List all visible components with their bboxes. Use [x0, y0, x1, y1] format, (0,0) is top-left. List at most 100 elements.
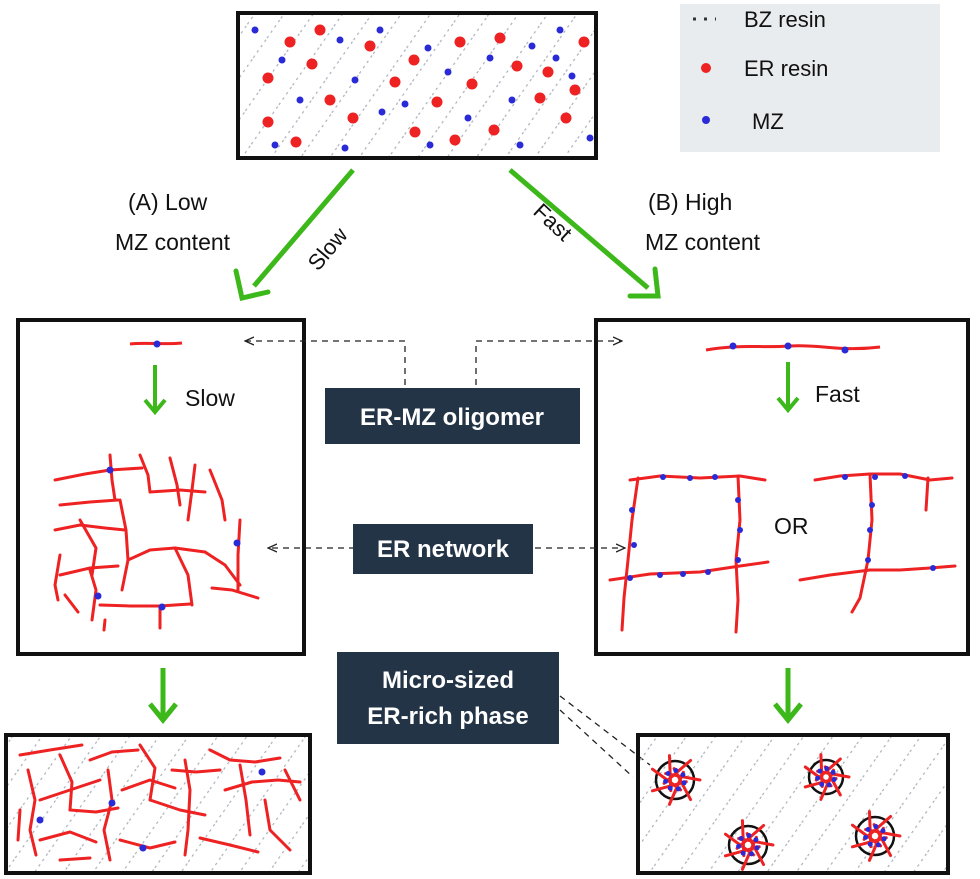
er-chain — [170, 768, 222, 774]
branch-b-subtitle: MZ content — [645, 229, 761, 255]
er-resin-particle — [409, 126, 421, 138]
er-chain — [208, 468, 227, 522]
callout-phase: Micro-sized ER-rich phase — [337, 652, 559, 744]
slow-step-label: Slow — [185, 385, 235, 411]
mz-site — [872, 474, 878, 480]
mz-site — [902, 473, 908, 479]
or-label: OR — [774, 513, 809, 539]
mz-site — [712, 474, 718, 480]
er-resin-particle — [569, 84, 581, 96]
er-chain — [168, 456, 182, 507]
er-chain — [238, 763, 252, 837]
er-resin-particle — [454, 36, 466, 48]
mz-particle — [351, 76, 359, 84]
mz-particle — [508, 96, 516, 104]
er-chain — [208, 748, 282, 764]
er-chain — [53, 466, 144, 482]
er-chain — [118, 838, 177, 850]
mz-particle — [424, 44, 432, 52]
mz-particle — [341, 144, 349, 152]
slow-step-arrow — [143, 365, 167, 416]
mz-site — [817, 768, 823, 774]
mz-particle — [586, 134, 594, 142]
mz-site — [106, 466, 114, 474]
mixture-particles — [251, 24, 594, 152]
legend-item-mz: MZ — [702, 109, 784, 134]
er-resin-particle — [389, 76, 401, 88]
phase-domain — [723, 819, 775, 871]
er-chain — [16, 808, 22, 842]
er-chain — [26, 768, 38, 857]
mz-site — [108, 799, 116, 807]
er-resin-particle — [560, 112, 572, 124]
er-resin-particle — [306, 58, 318, 70]
er-chain — [283, 768, 302, 802]
mz-site — [660, 474, 666, 480]
er-chain — [98, 602, 192, 608]
fast-step-arrow — [776, 362, 800, 414]
mz-site — [867, 841, 873, 847]
er-chain — [138, 453, 152, 494]
mz-site — [869, 502, 875, 508]
phase-domain — [650, 754, 702, 806]
legend-item-bz: BZ resin — [693, 7, 826, 32]
er-chain — [58, 856, 92, 862]
branch-b-title: (B) High — [648, 189, 732, 215]
mz-site — [748, 851, 754, 857]
mz-site — [826, 782, 832, 788]
mz-site — [841, 346, 849, 354]
dispersed-er-network — [16, 743, 302, 862]
left-final-arrow — [148, 668, 178, 724]
er-resin-particle — [314, 24, 326, 36]
fast-branch-arrow — [508, 168, 661, 299]
legend-label-er: ER resin — [744, 56, 828, 81]
mz-site — [746, 833, 752, 839]
er-chain — [924, 476, 930, 512]
er-resin-particle — [408, 54, 420, 66]
mz-site — [824, 766, 830, 772]
mz-particle — [552, 54, 560, 62]
er-resin-particle — [262, 72, 274, 84]
er-resin-particle — [578, 36, 590, 48]
er-chain — [198, 836, 260, 854]
er-resin-particle — [511, 60, 523, 72]
mz-site — [737, 527, 743, 533]
mz-particle — [444, 68, 452, 76]
slow-branch-arrow — [233, 168, 355, 302]
mz-site — [657, 572, 663, 578]
er-chain — [120, 778, 177, 792]
mz-site — [627, 575, 633, 581]
fast-arrow-label: Fast — [529, 198, 577, 245]
low-mz-product-box — [4, 733, 312, 875]
mz-site — [863, 834, 869, 840]
er-resin-particle — [364, 40, 376, 52]
fast-step-label: Fast — [815, 381, 860, 407]
mz-particle — [296, 96, 304, 104]
high-mz-network-box: Fast OR — [594, 318, 970, 656]
er-resin-particle — [290, 136, 302, 148]
mz-site — [665, 770, 671, 776]
er-chain — [628, 474, 767, 482]
mz-site — [830, 769, 836, 775]
branch-a-title: (A) Low — [128, 189, 208, 215]
initial-mixture-box — [236, 11, 598, 160]
branch-a-subtitle: MZ content — [115, 229, 231, 255]
mz-site — [663, 778, 669, 784]
er-chain — [173, 546, 194, 607]
mz-site — [880, 828, 886, 834]
low-mz-network-box: Slow — [16, 318, 306, 656]
mz-particle — [271, 141, 279, 149]
callout-phase-line1: Micro-sized — [382, 667, 514, 694]
mz-site — [873, 824, 879, 830]
mz-site — [94, 592, 102, 600]
mz-site — [867, 527, 873, 533]
er-chain — [148, 798, 207, 817]
mz-site — [631, 542, 637, 548]
er-rich-phase-domains — [650, 753, 902, 871]
er-resin-particle — [488, 124, 500, 136]
mz-particle — [376, 26, 384, 34]
legend-label-bz: BZ resin — [744, 7, 826, 32]
right-final-arrow — [773, 668, 803, 724]
mz-site — [680, 772, 686, 778]
